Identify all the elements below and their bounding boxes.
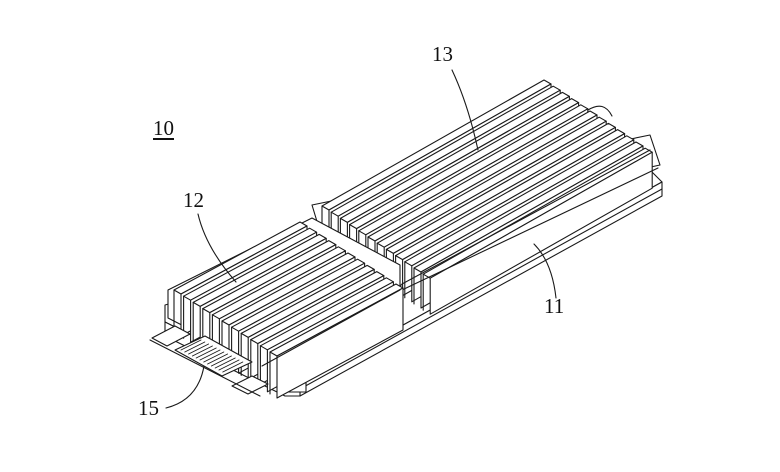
callout-label-12: 12 (183, 188, 204, 212)
connector-pin (214, 357, 236, 369)
connector-pad-strip (174, 335, 253, 377)
connector-pin (207, 353, 229, 365)
connector-pin (195, 347, 217, 359)
board-side-groove (299, 188, 663, 390)
connector-pin (218, 359, 240, 371)
assembly-reference-label: 10 (153, 116, 174, 140)
leader-13 (451, 69, 479, 151)
connector-pin (222, 361, 244, 373)
callout-label-13: 13 (432, 42, 453, 66)
rear-fin-notch (587, 105, 613, 117)
callout-label-15: 15 (138, 396, 159, 420)
rear-heatsink-skirt-lower (401, 167, 659, 291)
front-heatsink-fins (167, 217, 404, 399)
connector-pin (210, 355, 232, 367)
rear-heatsink-fins (311, 79, 661, 315)
callout-leader-lines (165, 69, 557, 409)
front-heatsink-edge (261, 289, 401, 367)
connector-pin (191, 345, 213, 357)
connector-key-right (231, 375, 269, 395)
rear-heatsink-skirt (401, 149, 651, 285)
connector-edge (149, 339, 261, 397)
connector-pin (184, 341, 206, 353)
front-fin-side (276, 287, 404, 399)
connector-pin (203, 351, 225, 363)
connector-pin (180, 339, 202, 351)
connector-key-left (151, 325, 191, 347)
rear-fin-side (429, 151, 653, 315)
leader-15 (165, 365, 205, 409)
callout-label-11: 11 (544, 294, 565, 318)
leader-11 (533, 243, 557, 299)
connector-pin (199, 349, 221, 361)
connector-pin (188, 343, 210, 355)
leader-12 (197, 213, 237, 283)
edge-connector (149, 325, 269, 397)
